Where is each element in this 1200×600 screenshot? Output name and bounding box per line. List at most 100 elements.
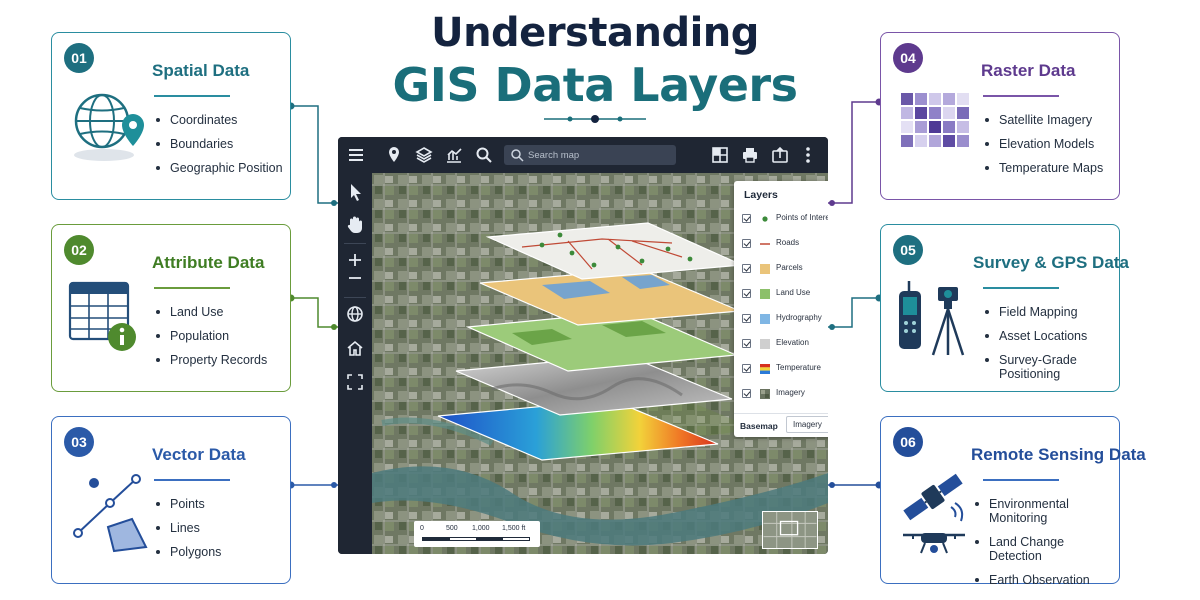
layer-checkbox[interactable] [742,314,751,323]
list-item: Field Mapping [985,305,1095,319]
layer-label: Parcels [776,263,803,272]
list-item: Boundaries [156,137,283,151]
list-item: Earth Observation [975,573,1119,587]
list-item: Lines [156,521,221,535]
grid-view-icon[interactable] [710,145,730,165]
card-survey-gps-data: 05 Survey & GPS Data Field Mapping Asset… [880,224,1129,392]
magnifier-icon[interactable] [474,145,494,165]
layer-row-hydrography[interactable]: Hydrography [742,312,828,326]
layer-checkbox[interactable] [742,364,751,373]
list-item: Population [156,329,267,343]
card-title: Vector Data [152,445,246,464]
overview-minimap[interactable] [762,511,818,549]
gis-app-window: Layers × Points of Interest Roads Parcel… [338,137,828,554]
card-number-badge: 04 [893,43,923,73]
layer-checkbox[interactable] [742,389,751,398]
layer-row-imagery[interactable]: Imagery [742,387,828,401]
list-item: Points [156,497,221,511]
scale-tick-label: 500 [446,525,458,532]
card-spatial-data: 01 Spatial Data Coordinates Boundaries G… [51,32,291,200]
zoom-out-icon[interactable] [344,267,366,289]
card-number-badge: 03 [64,427,94,457]
card-title: Spatial Data [152,61,250,80]
scale-bar: 0 500 1,000 1,500 ft [414,521,540,547]
card-title: Survey & GPS Data [973,253,1129,272]
home-icon[interactable] [344,337,366,359]
list-item: Satellite Imagery [985,113,1103,127]
layers-icon[interactable] [414,145,434,165]
more-options-icon[interactable] [798,145,818,165]
scale-tick-label: 1,500 ft [502,525,526,532]
select-pointer-icon[interactable] [344,181,366,203]
imagery-swatch-icon [760,389,770,399]
card-item-list: Land Use Population Property Records [156,305,267,377]
basemap-selected-value: Imagery [793,420,822,429]
card-number-badge: 01 [64,43,94,73]
layer-label: Imagery [776,388,805,397]
layer-checkbox[interactable] [742,339,751,348]
basemap-select[interactable]: Imagery ▼ [786,416,828,433]
list-item: Land Change Detection [975,535,1119,563]
layer-checkbox[interactable] [742,264,751,273]
layer-checkbox[interactable] [742,289,751,298]
title-line-2: GIS Data Layers [392,58,798,112]
layers-panel-title: Layers [744,189,778,201]
layer-row-elevation[interactable]: Elevation [742,337,828,351]
card-number-badge: 06 [893,427,923,457]
card-item-list: Environmental Monitoring Land Change Det… [975,497,1119,597]
list-item: Survey-Grade Positioning [985,353,1095,381]
top-toolbar [338,137,828,173]
print-icon[interactable] [740,145,760,165]
layer-row-land-use[interactable]: Land Use [742,287,828,301]
layer-row-parcels[interactable]: Parcels [742,262,828,276]
layer-checkbox[interactable] [742,239,751,248]
title-line-1: Understanding [431,10,759,56]
card-title: Remote Sensing Data [971,445,1146,464]
list-item: Asset Locations [985,329,1095,343]
hydrography-swatch-icon [760,314,770,324]
globe-icon[interactable] [344,303,366,325]
panel-divider [734,413,828,414]
zoom-in-icon[interactable] [344,249,366,271]
card-title: Attribute Data [152,253,265,272]
list-item: Coordinates [156,113,283,127]
menu-icon[interactable] [346,145,366,165]
table-info-icon [68,281,136,351]
map-viewport[interactable]: Layers × Points of Interest Roads Parcel… [372,173,828,554]
layers-panel: Layers × Points of Interest Roads Parcel… [734,181,828,437]
side-toolbar [338,173,372,554]
pan-hand-icon[interactable] [344,213,366,235]
card-vector-data: 03 Vector Data Points Lines Polygons [51,416,291,584]
chart-icon[interactable] [444,145,464,165]
layer-label: Points of Interest [776,213,828,222]
list-item: Property Records [156,353,267,367]
map-pin-icon[interactable] [384,145,404,165]
card-remote-sensing-data: 06 Remote Sensing Data Environmental Mon… [880,416,1146,587]
layer-row-roads[interactable]: Roads [742,237,828,251]
toolbar-divider [344,297,366,298]
card-raster-data: 04 Raster Data Satellite Imagery Elevati… [880,32,1120,200]
vector-shapes-icon [73,474,148,553]
card-divider [983,479,1059,481]
gps-survey-icon [899,281,965,356]
card-divider [983,287,1059,289]
search-input[interactable] [528,145,672,165]
card-divider [983,95,1059,97]
layer-row-points-of-interest[interactable]: Points of Interest [742,212,828,226]
search-icon [511,149,524,162]
search-box[interactable] [504,145,676,165]
scale-bar-graphic [422,537,530,541]
share-icon[interactable] [770,145,790,165]
toolbar-divider [344,243,366,244]
list-item: Geographic Position [156,161,283,175]
card-divider [154,287,230,289]
list-item: Polygons [156,545,221,559]
card-title: Raster Data [981,61,1076,80]
fullscreen-icon[interactable] [344,371,366,393]
layer-checkbox[interactable] [742,214,751,223]
card-number-badge: 02 [64,235,94,265]
temperature-swatch-icon [760,364,770,374]
basemap-label: Basemap [740,421,778,431]
list-item: Temperature Maps [985,161,1103,175]
layer-row-temperature[interactable]: Temperature [742,362,828,376]
